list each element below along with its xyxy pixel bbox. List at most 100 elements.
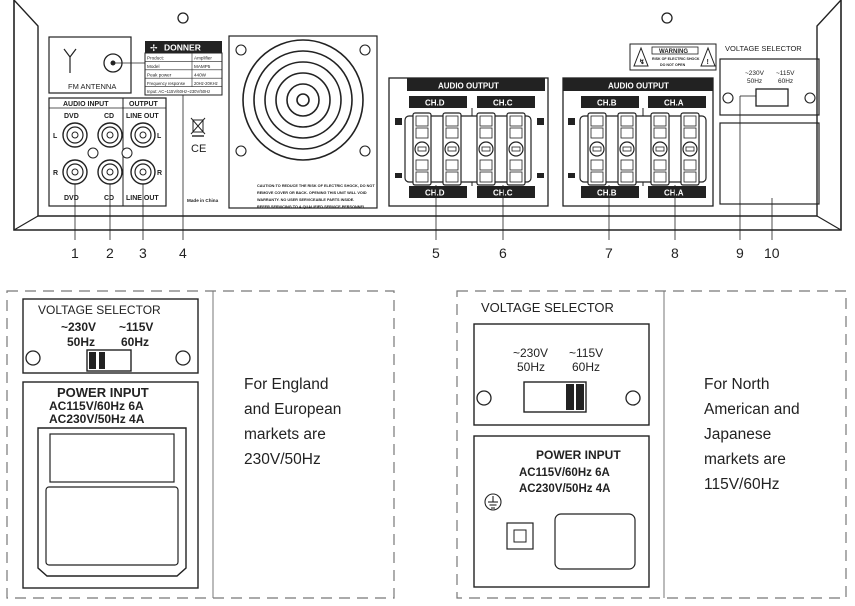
voltage-switch[interactable] <box>86 349 132 372</box>
made-in-label: Made in China <box>187 198 219 203</box>
spec-key: Product: <box>147 56 164 61</box>
rca-jack-cd-r[interactable] <box>97 159 123 185</box>
callout-number: 7 <box>605 245 613 261</box>
caution-line: CAUTION:TO REDUCE THE RISK OF ELECTRIC S… <box>257 184 375 188</box>
callout-number: 10 <box>764 245 780 261</box>
cd-label: CD <box>104 195 114 202</box>
market-note-line: markets are <box>244 426 326 443</box>
spec-value: MAMP5 <box>194 64 211 69</box>
warning-line: DO NOT OPEN <box>660 63 686 67</box>
market-note-line: For North <box>704 376 769 393</box>
caution-triangle-icon <box>700 46 716 67</box>
frequency-50hz: 50Hz <box>747 78 762 85</box>
left-channel-letter: L <box>53 133 58 140</box>
chassis <box>13 0 842 231</box>
voltage-option-115: ~115V <box>569 346 603 360</box>
market-note-line: 230V/50Hz <box>244 451 321 468</box>
market-note-line: and European <box>244 401 341 418</box>
caution-line: REMOVE COVER OR BACK. OPENING THIS UNIT … <box>257 191 367 195</box>
voltage-switch[interactable] <box>523 381 587 413</box>
audio-output-title: AUDIO OUTPUT <box>608 82 669 91</box>
voltage-selector-small: ~230V 50Hz ~115V 60Hz <box>719 58 820 240</box>
spec-rows: Product: Amplifier Model MAMP5 Peak powe… <box>145 53 222 94</box>
logo-mark-icon: ✢ <box>150 44 158 54</box>
warning-label: ↯ ! WARNING RISK OF ELECTRIC SHOCK DO NO… <box>629 43 717 71</box>
speaker-terminal[interactable] <box>650 112 670 186</box>
audio-output-block-ba: AUDIO OUTPUT CH.B CH.A CH.B CH.A <box>562 77 714 207</box>
voltage-selector-title: VOLTAGE SELECTOR <box>38 303 161 317</box>
callout-number: 8 <box>671 245 679 261</box>
ce-mark: CE <box>191 143 206 155</box>
power-input-title: POWER INPUT <box>536 448 621 462</box>
rca-jack-cd-l[interactable] <box>97 122 123 148</box>
dvd-label: DVD <box>64 195 79 202</box>
frequency-50hz: 50Hz <box>517 360 545 374</box>
speaker-terminal[interactable] <box>442 112 462 186</box>
channel-label-a: CH.A <box>664 99 684 108</box>
market-note-line: Japanese <box>704 426 771 443</box>
power-rating-line: AC115V/60Hz 6A <box>49 399 144 413</box>
callout-leaders <box>74 95 773 240</box>
audio-input-section: AUDIO INPUT OUTPUT DVD CD LINE OUT DVD C… <box>48 97 167 207</box>
ground-symbol-icon <box>484 493 502 511</box>
channel-label-d: CH.D <box>425 99 445 108</box>
voltage-option-115: ~115V <box>776 70 795 77</box>
market-note-line: American and <box>704 401 800 418</box>
speaker-terminal[interactable] <box>412 112 432 186</box>
right-channel-letter: R <box>157 170 162 177</box>
channel-label-a: CH.A <box>664 189 684 198</box>
frequency-60hz: 60Hz <box>778 78 793 85</box>
power-inlet[interactable] <box>719 122 820 205</box>
power-inlet-socket[interactable] <box>37 427 187 577</box>
spec-value: 440W <box>194 72 207 77</box>
weee-bin-icon <box>190 117 206 137</box>
rca-jack-lineout-l[interactable] <box>130 122 156 148</box>
frequency-60hz: 60Hz <box>572 360 600 374</box>
brand-logo: DONNER <box>164 43 201 53</box>
channel-label-b: CH.B <box>597 189 617 198</box>
power-rating-line: AC230V/50Hz 4A <box>519 483 610 495</box>
rca-jack-dvd-l[interactable] <box>62 122 88 148</box>
voltage-selector-title: VOLTAGE SELECTOR <box>725 44 802 53</box>
speaker-terminal[interactable] <box>476 112 496 186</box>
screw-hole <box>177 12 189 24</box>
callout-number: 5 <box>432 245 440 261</box>
speaker-terminal[interactable] <box>617 112 637 186</box>
speaker-terminal[interactable] <box>587 112 607 186</box>
line-out-label: LINE OUT <box>126 113 159 120</box>
channel-label-c: CH.C <box>493 99 513 108</box>
spec-key: Model <box>147 64 160 69</box>
warning-line: RISK OF ELECTRIC SHOCK <box>652 57 700 61</box>
audio-input-title: AUDIO INPUT <box>63 101 109 108</box>
rca-jack-dvd-r[interactable] <box>62 159 88 185</box>
voltage-option-230: ~230V <box>513 346 548 360</box>
caution-line: REFER SERVICING TO A QUALIFIED SERVICE P… <box>257 205 366 209</box>
fm-antenna-label: FM ANTENNA <box>68 82 116 91</box>
fm-antenna-jack[interactable] <box>103 53 150 73</box>
shock-hazard-icon <box>633 46 649 67</box>
spec-key: Frequency response <box>147 81 186 86</box>
channel-label-b: CH.B <box>597 99 617 108</box>
spec-key: Peak power <box>147 72 172 77</box>
power-rating-line: AC230V/50Hz 4A <box>49 412 145 426</box>
caution-text: CAUTION:TO REDUCE THE RISK OF ELECTRIC S… <box>257 184 375 209</box>
fm-antenna-section: FM ANTENNA <box>48 36 150 94</box>
power-rating-line: AC115V/60Hz 6A <box>519 467 610 479</box>
speaker-terminal[interactable] <box>506 112 526 186</box>
left-channel-letter: L <box>157 133 162 140</box>
power-input-title: POWER INPUT <box>57 385 149 400</box>
callout-number: 3 <box>139 245 147 261</box>
caution-line: WARRANTY. NO USER SERVICEABLE PARTS INSI… <box>257 198 354 202</box>
antenna-icon <box>63 48 77 73</box>
voltage-option-230: ~230V <box>61 320 96 334</box>
frequency-50hz: 50Hz <box>67 335 95 349</box>
voltage-selector-title: VOLTAGE SELECTOR <box>481 300 614 315</box>
power-inlet-socket[interactable] <box>506 513 636 570</box>
voltage-switch[interactable] <box>755 88 789 107</box>
dvd-label: DVD <box>64 113 79 120</box>
voltage-option-115: ~115V <box>119 320 153 334</box>
spec-value: 20Hz-20KHz <box>194 81 218 86</box>
right-channel-letter: R <box>53 170 58 177</box>
rca-jack-lineout-r[interactable] <box>130 159 156 185</box>
speaker-terminal[interactable] <box>680 112 700 186</box>
